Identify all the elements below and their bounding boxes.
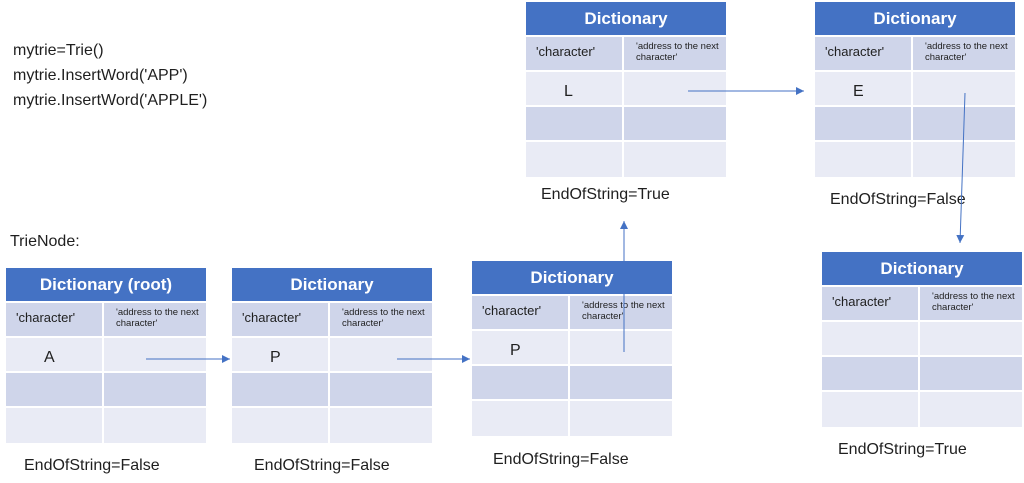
table-row: P xyxy=(472,331,672,366)
table-row xyxy=(526,107,726,142)
node-title: Dictionary xyxy=(822,252,1022,287)
address-column-header: 'address to the next character' xyxy=(116,307,199,329)
column-header-row: 'character' 'address to the next charact… xyxy=(232,303,432,338)
column-header-row: 'character' 'address to the next charact… xyxy=(6,303,206,338)
code-line: mytrie=Trie() xyxy=(13,42,104,59)
trie-node-p1: Dictionary 'character' 'address to the n… xyxy=(232,268,432,443)
column-header-row: 'character' 'address to the next charact… xyxy=(822,287,1022,322)
node-title: Dictionary xyxy=(232,268,432,303)
address-column-header: 'address to the next character' xyxy=(932,291,1015,313)
table-row xyxy=(822,357,1022,392)
table-row xyxy=(815,107,1015,142)
node-title: Dictionary xyxy=(815,2,1015,37)
table-row: P xyxy=(232,338,432,373)
table-row xyxy=(822,322,1022,357)
character-cell: E xyxy=(815,72,913,105)
node-title: Dictionary (root) xyxy=(6,268,206,303)
node-title: Dictionary xyxy=(526,2,726,37)
code-line: mytrie.InsertWord('APPLE') xyxy=(13,92,208,109)
character-cell: L xyxy=(526,72,624,105)
character-cell xyxy=(822,322,920,355)
end-of-string-label: EndOfString=False xyxy=(830,191,966,208)
character-cell: P xyxy=(472,331,570,364)
end-of-string-label: EndOfString=True xyxy=(541,186,670,203)
character-column-header: 'character' xyxy=(472,296,570,329)
table-row xyxy=(472,366,672,401)
column-header-row: 'character' 'address to the next charact… xyxy=(526,37,726,72)
character-column-header: 'character' xyxy=(526,37,624,70)
character-column-header: 'character' xyxy=(822,287,920,320)
address-column-header: 'address to the next character' xyxy=(342,307,425,329)
table-row xyxy=(526,142,726,177)
character-cell: P xyxy=(232,338,330,371)
character-column-header: 'character' xyxy=(232,303,330,336)
table-row xyxy=(6,373,206,408)
trie-node-root: Dictionary (root) 'character' 'address t… xyxy=(6,268,206,443)
character-column-header: 'character' xyxy=(815,37,913,70)
table-row: E xyxy=(815,72,1015,107)
end-of-string-label: EndOfString=False xyxy=(493,451,629,468)
address-column-header: 'address to the next character' xyxy=(582,300,665,322)
column-header-row: 'character' 'address to the next charact… xyxy=(815,37,1015,72)
trie-node-l: Dictionary 'character' 'address to the n… xyxy=(526,2,726,177)
table-row xyxy=(6,408,206,443)
table-row xyxy=(232,408,432,443)
table-row: A xyxy=(6,338,206,373)
node-title: Dictionary xyxy=(472,261,672,296)
table-row xyxy=(232,373,432,408)
table-row: L xyxy=(526,72,726,107)
code-snippet: mytrie=Trie() mytrie.InsertWord('APP') m… xyxy=(13,38,207,113)
arrow-e-to-end xyxy=(956,92,966,244)
address-column-header: 'address to the next character' xyxy=(636,41,719,63)
table-row xyxy=(815,142,1015,177)
trie-node-e: Dictionary 'character' 'address to the n… xyxy=(815,2,1015,177)
character-column-header: 'character' xyxy=(6,303,104,336)
end-of-string-label: EndOfString=False xyxy=(254,457,390,474)
end-of-string-label: EndOfString=False xyxy=(24,457,160,474)
address-column-header: 'address to the next character' xyxy=(925,41,1008,63)
trie-node-end: Dictionary 'character' 'address to the n… xyxy=(822,252,1022,427)
trienode-label: TrieNode: xyxy=(10,233,80,250)
character-cell: A xyxy=(6,338,104,371)
column-header-row: 'character' 'address to the next charact… xyxy=(472,296,672,331)
table-row xyxy=(822,392,1022,427)
code-line: mytrie.InsertWord('APP') xyxy=(13,67,188,84)
trie-node-p2: Dictionary 'character' 'address to the n… xyxy=(472,261,672,436)
table-row xyxy=(472,401,672,436)
end-of-string-label: EndOfString=True xyxy=(838,441,967,458)
